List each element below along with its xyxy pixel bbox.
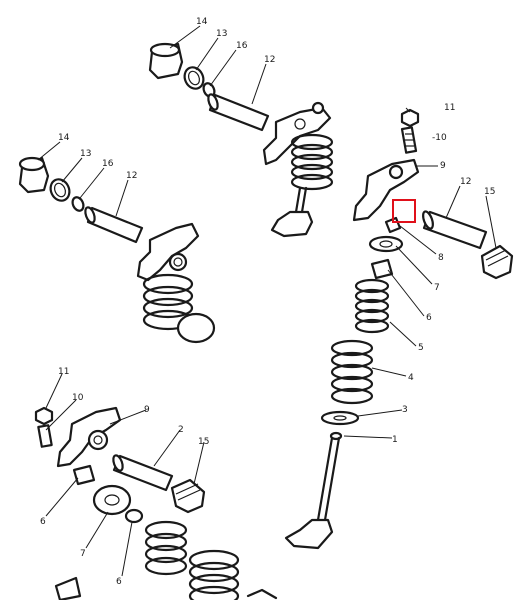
washer-13-left: [49, 178, 71, 202]
valve-spring-left: [142, 273, 216, 344]
valve-spring-top-center: [290, 133, 334, 191]
callout-6-bottom-left: 6: [40, 517, 46, 527]
adjuster-screw-10-bottom-left: [37, 424, 53, 448]
callout-14-top: 14: [196, 17, 208, 27]
cap-14-left: [18, 156, 50, 194]
oring-16-left: [71, 196, 85, 212]
inner-spring-5-right: [354, 278, 390, 334]
rocker-arm-left: [136, 222, 200, 282]
washer-13-top: [183, 66, 205, 90]
callout-7-bottom-left: 7: [80, 549, 86, 559]
callout-6-bottom-center: 6: [116, 577, 122, 587]
partial-part-bottom-right: [246, 588, 278, 600]
seal-6-right: [370, 258, 394, 280]
spring-seat-3-right: [320, 410, 360, 426]
nut-11-right: [400, 108, 420, 128]
seal-6-bottom-center: [124, 508, 144, 524]
rocker-arm-9-right: [352, 158, 420, 222]
callout-5-right: 5: [418, 343, 424, 353]
callout-13-top: 13: [216, 29, 227, 39]
rocker-arm-9-bottom-left: [56, 406, 122, 468]
leader-lines: [37, 25, 497, 577]
callout-9-bottom-left: 9: [144, 405, 150, 415]
callout-8-right: 8: [438, 253, 444, 263]
retainer-7-bottom-left: [92, 484, 132, 516]
callout-16-top: 16: [236, 41, 248, 51]
seal-6-bottom-left: [72, 464, 96, 486]
callout-15-right: 15: [484, 187, 495, 197]
nut-11-bottom-left: [34, 406, 54, 426]
valve-spring-bottom-center: [144, 520, 188, 576]
callout-11-right: 11: [444, 103, 455, 113]
shaft-12-left: [84, 206, 144, 244]
callout-11-bottom-left: 11: [58, 367, 69, 377]
valve-spring-bottom-right: [188, 549, 240, 600]
callout-3-right: 3: [402, 405, 408, 415]
highlight-box: [392, 199, 416, 223]
retainer-7-right: [368, 235, 404, 253]
callout-15-bottom-left: 15: [198, 437, 209, 447]
callout-10-bottom-left: 10: [72, 393, 84, 403]
cap-15-bottom-left: [170, 478, 206, 514]
valve-1-right: [284, 431, 343, 550]
callout-12-left: 12: [126, 171, 137, 181]
callout-1-right: 1: [392, 435, 398, 445]
shaft-12-right: [422, 210, 488, 250]
valve-top-center: [270, 186, 314, 238]
callout-10-right: -10: [432, 133, 447, 143]
callout-7-right: 7: [434, 283, 440, 293]
callout-13-left: 13: [80, 149, 91, 159]
callout-6-right: 6: [426, 313, 432, 323]
callout-2-bottom-left: 2: [178, 425, 184, 435]
cap-15-right: [480, 244, 514, 280]
callout-16-left: 16: [102, 159, 114, 169]
shaft-12-top: [207, 93, 270, 132]
adjuster-screw-10-right: [400, 126, 418, 154]
callout-9-right: 9: [440, 161, 446, 171]
shaft-2-bottom-left: [112, 454, 174, 492]
callout-4-right: 4: [408, 373, 414, 383]
callout-12-right: 12: [460, 177, 471, 187]
cap-14-top: [148, 42, 184, 80]
callout-14-left: 14: [58, 133, 70, 143]
callout-12-top: 12: [264, 55, 275, 65]
partial-part-bottom-left: [54, 576, 82, 600]
outer-spring-4-right: [330, 339, 374, 405]
